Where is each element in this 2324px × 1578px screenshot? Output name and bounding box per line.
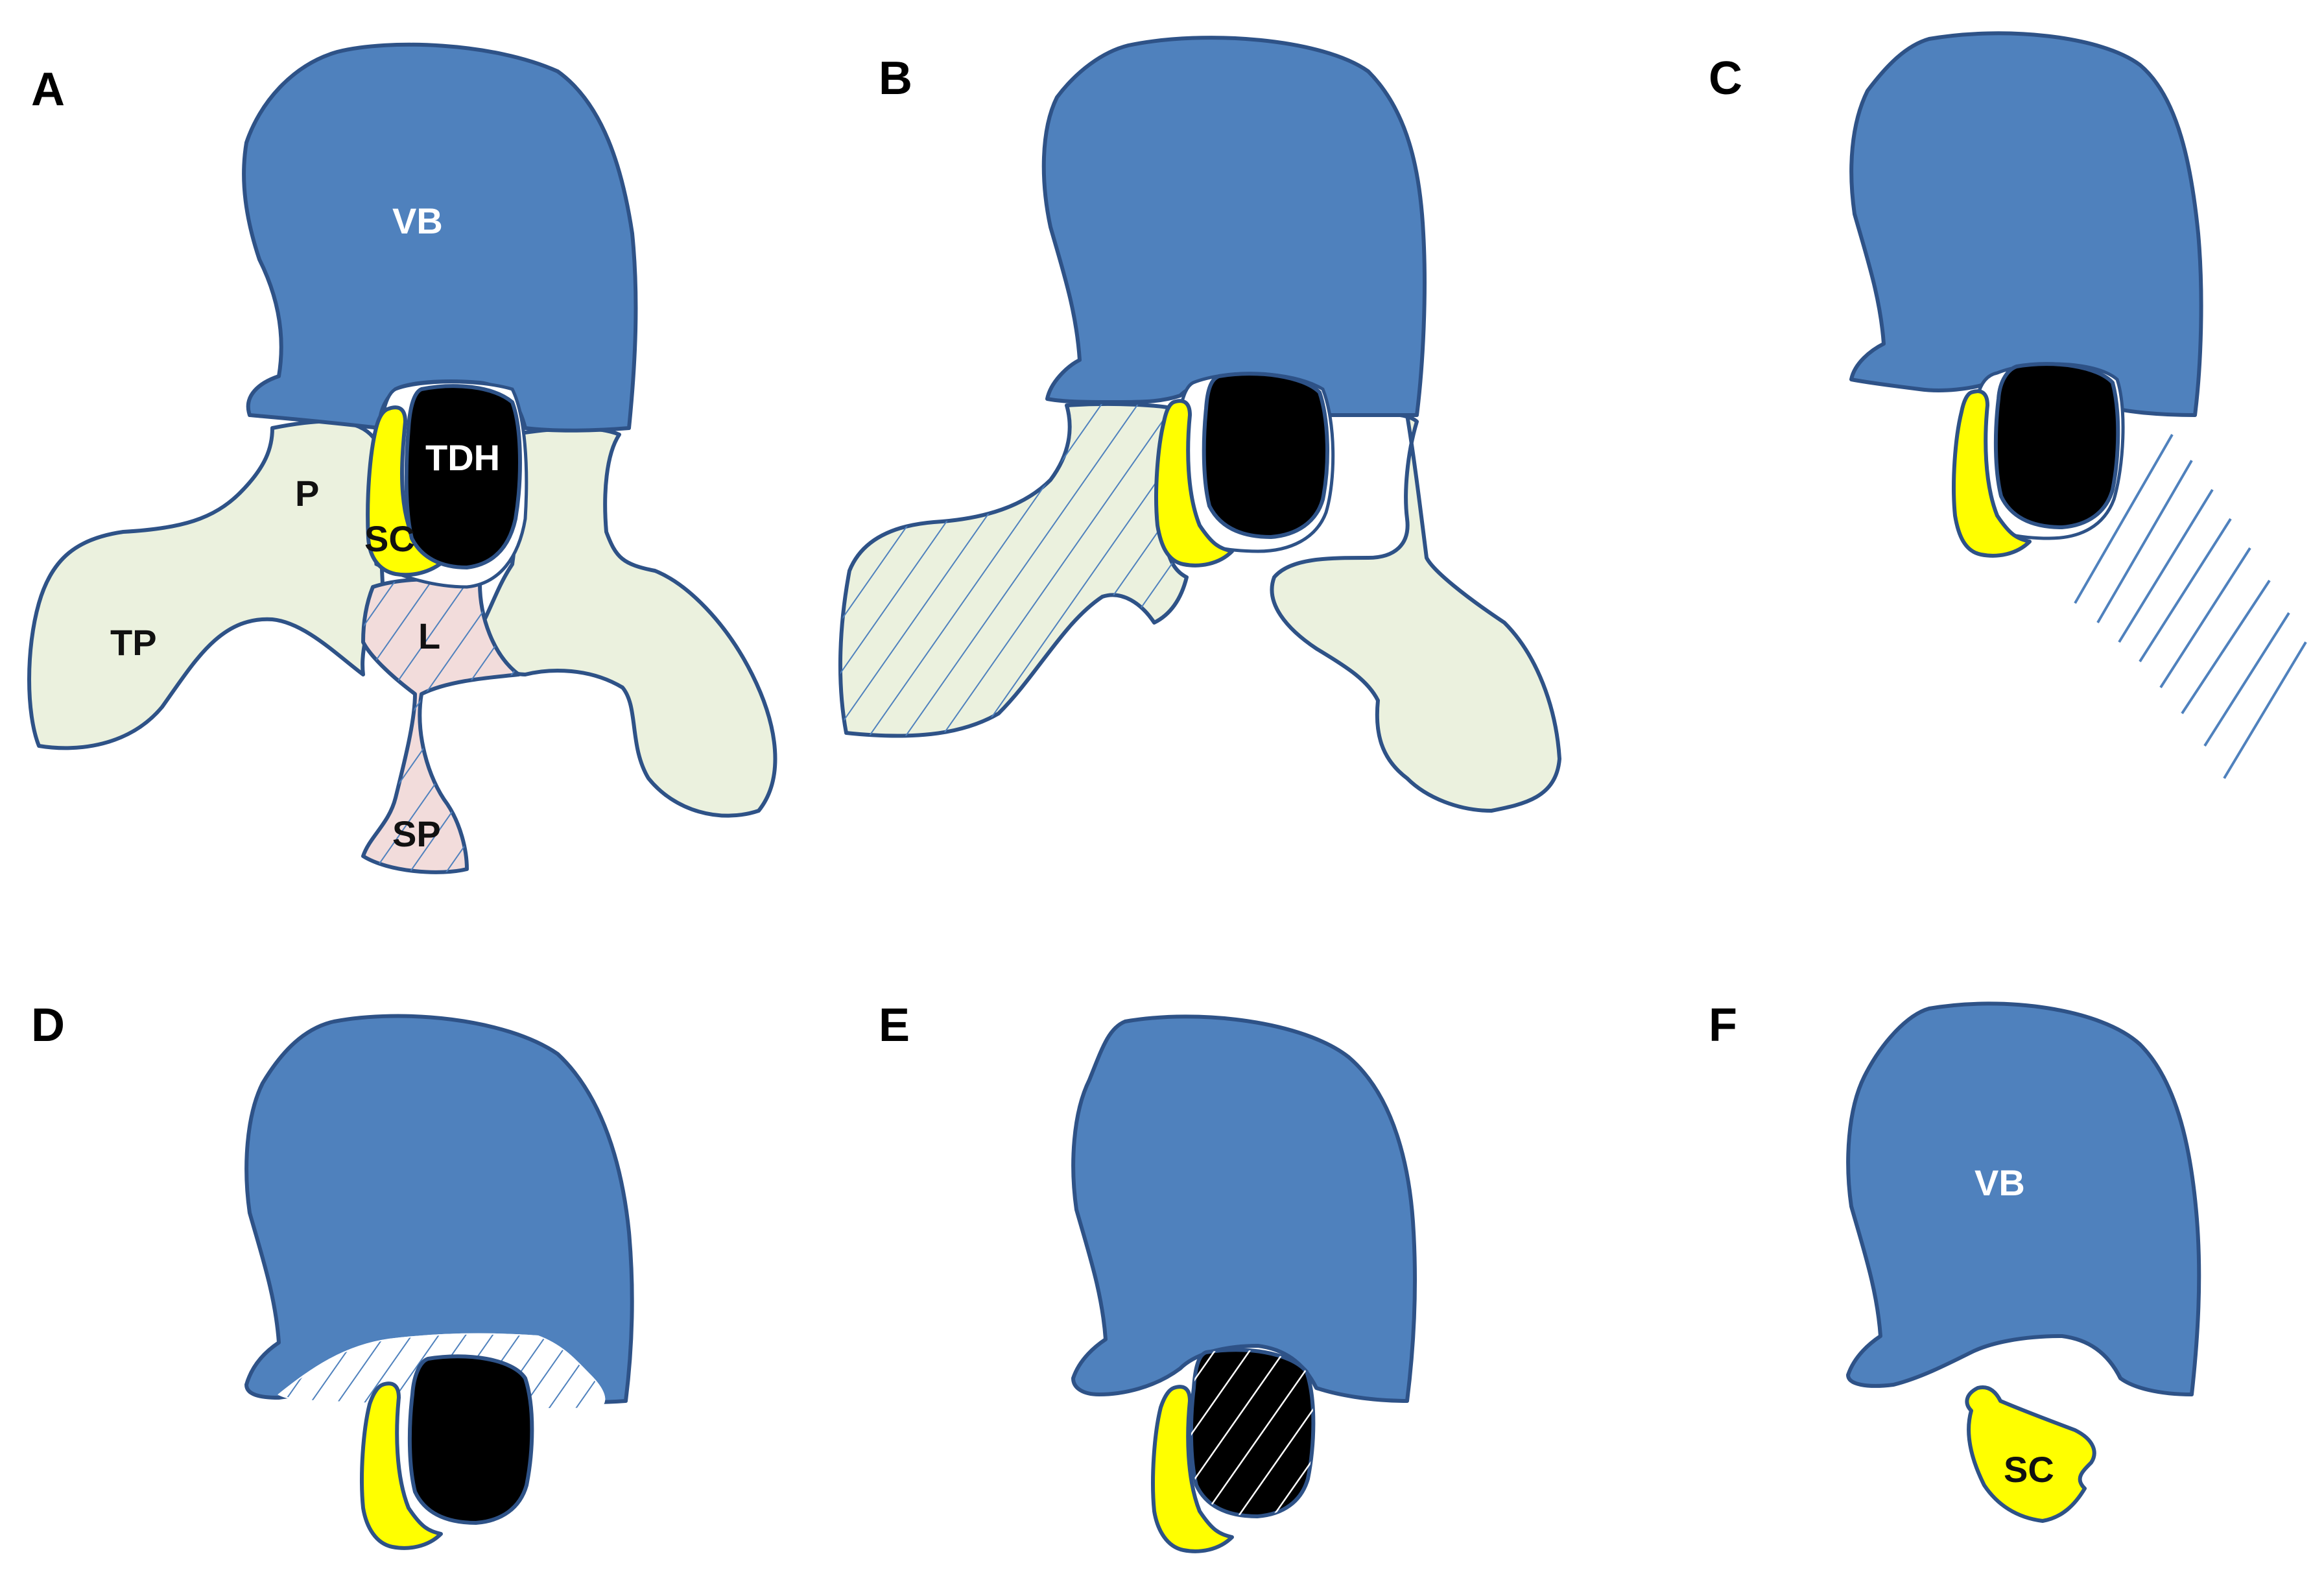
panel-c: C xyxy=(1709,31,2307,780)
panel-b: B xyxy=(838,36,1561,813)
vertebral-body-e xyxy=(1071,1014,1417,1403)
spinal-cord-d xyxy=(360,1381,443,1550)
spinal-cord-f xyxy=(1965,1385,2096,1523)
vertebral-body-c xyxy=(1849,31,2203,417)
label-vb-a: VB xyxy=(392,200,443,241)
tdh-mass-c xyxy=(1993,362,2120,529)
label-tdh: TDH xyxy=(425,437,500,478)
resected-posterior-left-hatch xyxy=(840,403,1187,736)
panel-letter-c: C xyxy=(1709,53,1742,104)
tdh-mass xyxy=(404,384,522,569)
panel-letter-f: F xyxy=(1709,999,1737,1051)
panel-letter-d: D xyxy=(31,999,65,1051)
panel-f: F VB SC xyxy=(1709,999,2201,1523)
panel-e: E xyxy=(879,999,1417,1553)
spinal-cord-c xyxy=(1952,389,2032,558)
posterior-elements-left xyxy=(27,419,385,750)
tdh-mass-hatch-e xyxy=(1191,1350,1314,1516)
spinal-cord-b xyxy=(1154,399,1234,568)
panel-d: D xyxy=(31,999,634,1550)
label-sc-a: SC xyxy=(364,518,415,559)
label-p: P xyxy=(295,473,319,514)
lamina-spinous-hatch xyxy=(363,579,519,872)
panel-letter-e: E xyxy=(879,999,910,1051)
panel-letter-b: B xyxy=(879,53,912,104)
label-tp: TP xyxy=(110,622,157,663)
tdh-mass-b xyxy=(1202,372,1329,539)
panel-letter-a: A xyxy=(31,64,65,115)
label-sp: SP xyxy=(392,813,441,854)
label-vb-f: VB xyxy=(1974,1162,2025,1203)
resection-lines-c xyxy=(2074,434,2307,780)
label-l: L xyxy=(418,616,440,656)
spinal-cord xyxy=(366,405,449,577)
posterior-elements-right-b xyxy=(1270,411,1561,813)
spinal-cord-e xyxy=(1151,1385,1234,1553)
vertebral-body-b xyxy=(1041,36,1427,418)
tdh-mass-d xyxy=(407,1354,534,1525)
vertebral-body-f xyxy=(1846,1001,2201,1396)
label-sc-f: SC xyxy=(2004,1449,2054,1490)
panel-a: A VB TDH P SC TP L SP xyxy=(27,42,777,874)
